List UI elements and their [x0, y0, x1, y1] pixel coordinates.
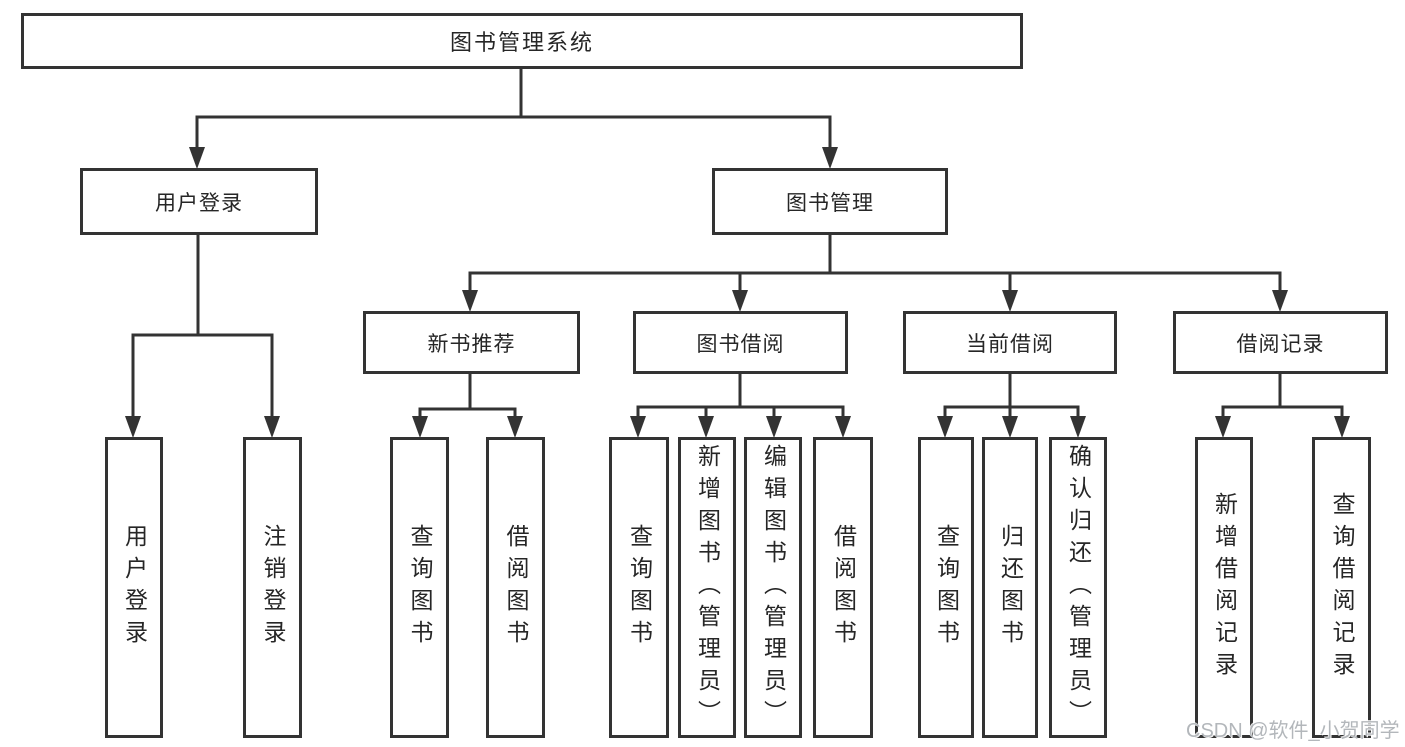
leaf-user-login: 用户登录	[105, 437, 163, 738]
leaf-newbook-borrow-books: 借阅图书	[486, 437, 545, 738]
node-book-borrow: 图书借阅	[633, 311, 848, 374]
node-new-book-recommend-label: 新书推荐	[427, 332, 516, 356]
leaf-confirm-return-admin: 确认归还（管理员）	[1049, 437, 1107, 738]
leaf-add-book-admin: 新增图书（管理员）	[678, 437, 736, 738]
leaf-edit-book-admin: 编辑图书（管理员）	[744, 437, 802, 738]
node-borrow-records: 借阅记录	[1173, 311, 1388, 374]
leaf-add-borrow-record-label: 新增借阅记录	[1211, 491, 1238, 684]
node-new-book-recommend: 新书推荐	[363, 311, 580, 374]
node-current-borrow: 当前借阅	[903, 311, 1117, 374]
leaf-borrow-query-books: 查询图书	[609, 437, 669, 738]
node-root: 图书管理系统	[21, 13, 1023, 69]
leaf-logout: 注销登录	[243, 437, 302, 738]
node-book-management-label: 图书管理	[786, 191, 874, 215]
node-user-login: 用户登录	[80, 168, 318, 235]
leaf-logout-label: 注销登录	[260, 523, 286, 652]
leaf-query-borrow-record: 查询借阅记录	[1312, 437, 1371, 738]
leaf-user-login-label: 用户登录	[121, 523, 148, 652]
leaf-confirm-return-admin-label: 确认归还（管理员）	[1065, 443, 1092, 732]
leaf-newbook-query-books-label: 查询图书	[407, 523, 433, 652]
leaf-edit-book-admin-label: 编辑图书（管理员）	[760, 443, 787, 732]
leaf-return-book-label: 归还图书	[997, 523, 1024, 652]
leaf-return-book: 归还图书	[982, 437, 1038, 738]
leaf-current-query-books: 查询图书	[918, 437, 974, 738]
leaf-borrow-borrow-books: 借阅图书	[813, 437, 873, 738]
leaf-query-borrow-record-label: 查询借阅记录	[1329, 491, 1355, 684]
leaf-newbook-borrow-books-label: 借阅图书	[503, 523, 529, 652]
node-book-borrow-label: 图书借阅	[696, 332, 785, 356]
watermark: CSDN @软件_小贺同学	[1186, 720, 1400, 742]
leaf-newbook-query-books: 查询图书	[390, 437, 449, 738]
node-current-borrow-label: 当前借阅	[966, 332, 1054, 356]
leaf-borrow-borrow-books-label: 借阅图书	[830, 523, 857, 652]
leaf-current-query-books-label: 查询图书	[933, 523, 960, 652]
leaf-borrow-query-books-label: 查询图书	[626, 523, 653, 652]
node-borrow-records-label: 借阅记录	[1236, 332, 1325, 356]
node-user-login-label: 用户登录	[155, 191, 243, 215]
node-root-label: 图书管理系统	[449, 30, 594, 55]
leaf-add-book-admin-label: 新增图书（管理员）	[694, 443, 721, 732]
node-book-management: 图书管理	[712, 168, 948, 235]
leaf-add-borrow-record: 新增借阅记录	[1195, 437, 1253, 738]
